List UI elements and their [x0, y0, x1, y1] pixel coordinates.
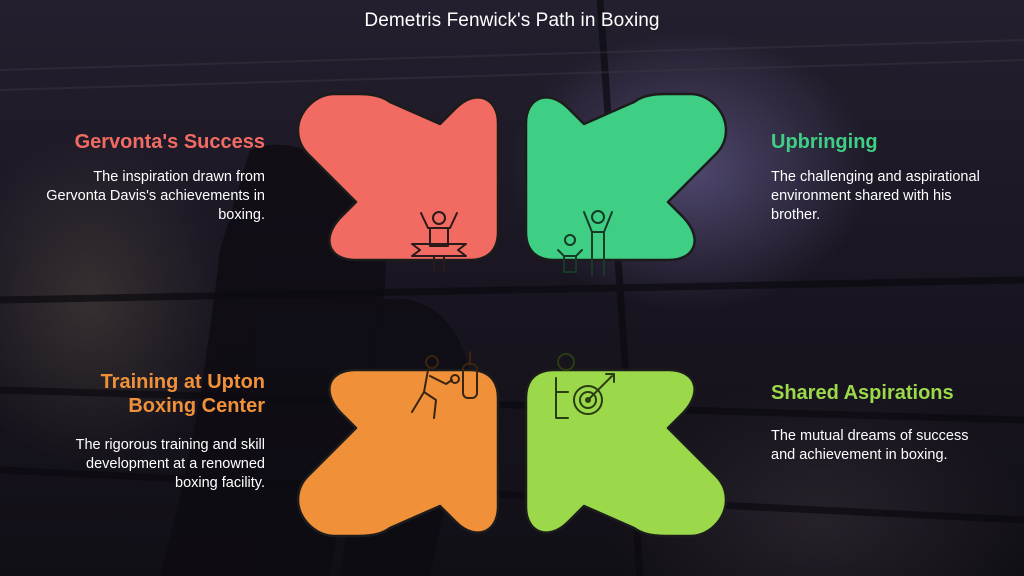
- adult-and-child-icon: [557, 210, 613, 276]
- block-gervontas-success: Gervonta's Success The inspiration drawn…: [40, 130, 265, 225]
- champion-trophy-icon: [411, 211, 467, 271]
- description-gervontas-success: The inspiration drawn from Gervonta Davi…: [46, 169, 265, 223]
- description-shared-aspirations: The mutual dreams of success and achieve…: [771, 428, 969, 463]
- description-upbringing: The challenging and aspirational environ…: [771, 169, 980, 223]
- arrow-shared-aspirations: [524, 368, 728, 538]
- arrow-gervontas-success: [296, 92, 500, 262]
- heading-gervontas-success: Gervonta's Success: [74, 131, 265, 153]
- arrow-upbringing: [524, 92, 728, 262]
- heading-training: Training at Upton Boxing Center: [100, 371, 265, 417]
- person-target-icon: [555, 353, 615, 419]
- boxer-punching-bag-icon: [411, 351, 478, 419]
- page-title: Demetris Fenwick's Path in Boxing: [364, 10, 660, 31]
- description-training: The rigorous training and skill developm…: [75, 437, 265, 491]
- block-upbringing: Upbringing The challenging and aspiratio…: [771, 130, 986, 225]
- heading-shared-aspirations: Shared Aspirations: [771, 382, 954, 404]
- block-shared-aspirations: Shared Aspirations The mutual dreams of …: [771, 381, 996, 465]
- heading-upbringing: Upbringing: [771, 131, 878, 153]
- arrow-training: [296, 368, 500, 538]
- block-training: Training at Upton Boxing Center The rigo…: [40, 370, 265, 493]
